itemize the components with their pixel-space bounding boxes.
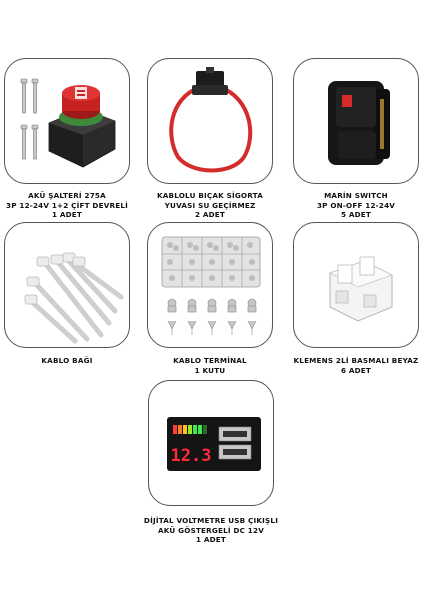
cable-tie-image [24, 252, 124, 344]
bolt-icon [20, 78, 39, 160]
battery-level-bar [173, 425, 207, 434]
voltmeter-image: 12.3 [167, 417, 261, 471]
product-card-marine-switch[interactable] [293, 58, 419, 184]
cable-terminal-image [161, 236, 261, 335]
product-caption-cable-terminal: KABLO TERMİNAL 1 KUTU [173, 356, 247, 375]
product-card-cable-tie[interactable] [4, 222, 130, 348]
product-caption-battery-switch: AKÜ ŞALTERİ 275A 3P 12-24V 1+2 ÇİFT DEVR… [6, 191, 128, 219]
terminal-block-image [328, 256, 394, 322]
product-caption-cable-tie: KABLO BAĞI [41, 356, 93, 365]
product-card-terminal-block[interactable] [293, 222, 419, 348]
battery-switch-image [20, 78, 116, 168]
voltmeter-display: 12.3 [171, 446, 212, 466]
product-card-battery-switch[interactable] [4, 58, 130, 184]
marine-switch-image [328, 81, 390, 165]
product-card-voltmeter[interactable]: 12.3 [148, 380, 274, 506]
product-card-cable-terminal[interactable] [147, 222, 273, 348]
product-caption-fuse-holder: KABLOLU BIÇAK SİGORTA YUVASI SU GEÇİRMEZ… [157, 191, 263, 219]
product-caption-voltmeter: DİJİTAL VOLTMETRE USB ÇIKIŞLI AKÜ GÖSTER… [143, 516, 279, 544]
product-caption-terminal-block: KLEMENS 2Lİ BASMALI BEYAZ 6 ADET [293, 356, 419, 375]
fuse-holder-image [169, 67, 253, 173]
product-card-fuse-holder[interactable] [147, 58, 273, 184]
product-caption-marine-switch: MARİN SWITCH 3P ON-OFF 12-24V 5 ADET [316, 191, 396, 219]
